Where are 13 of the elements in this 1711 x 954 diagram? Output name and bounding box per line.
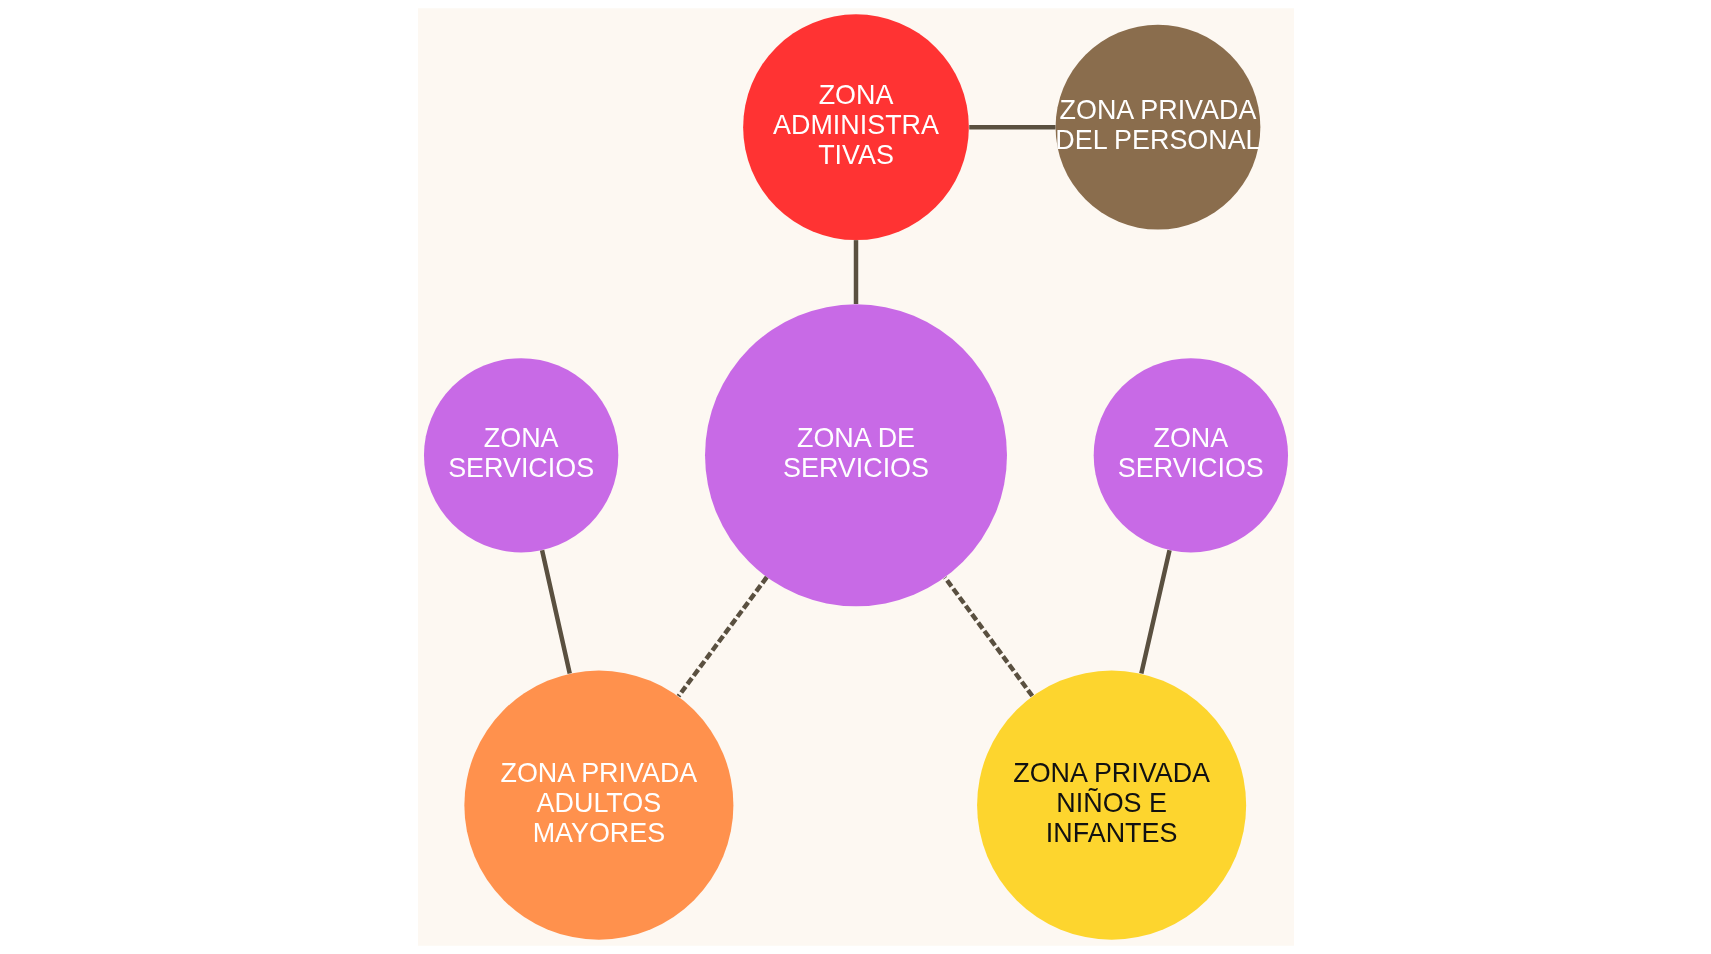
node-circle: ZONA DE SERVICIOS [704, 304, 1007, 607]
connector [676, 575, 769, 698]
node-circle: ZONA PRIVADA ADULTOS MAYORES [463, 670, 733, 940]
node-circle: ZONA ADMINISTRA TIVAS [742, 14, 969, 241]
connector [968, 124, 1055, 130]
connector [1138, 549, 1172, 675]
node-circle: ZONA PRIVADA DEL PERSONAL [1055, 24, 1260, 230]
node-circle: ZONA PRIVADA NIÑOS E INFANTES [976, 670, 1246, 940]
connector [853, 240, 858, 305]
connector [539, 549, 572, 675]
node-circle: ZONA SERVICIOS [1093, 358, 1288, 553]
node-circle: ZONA SERVICIOS [423, 358, 618, 553]
connector [942, 576, 1034, 698]
